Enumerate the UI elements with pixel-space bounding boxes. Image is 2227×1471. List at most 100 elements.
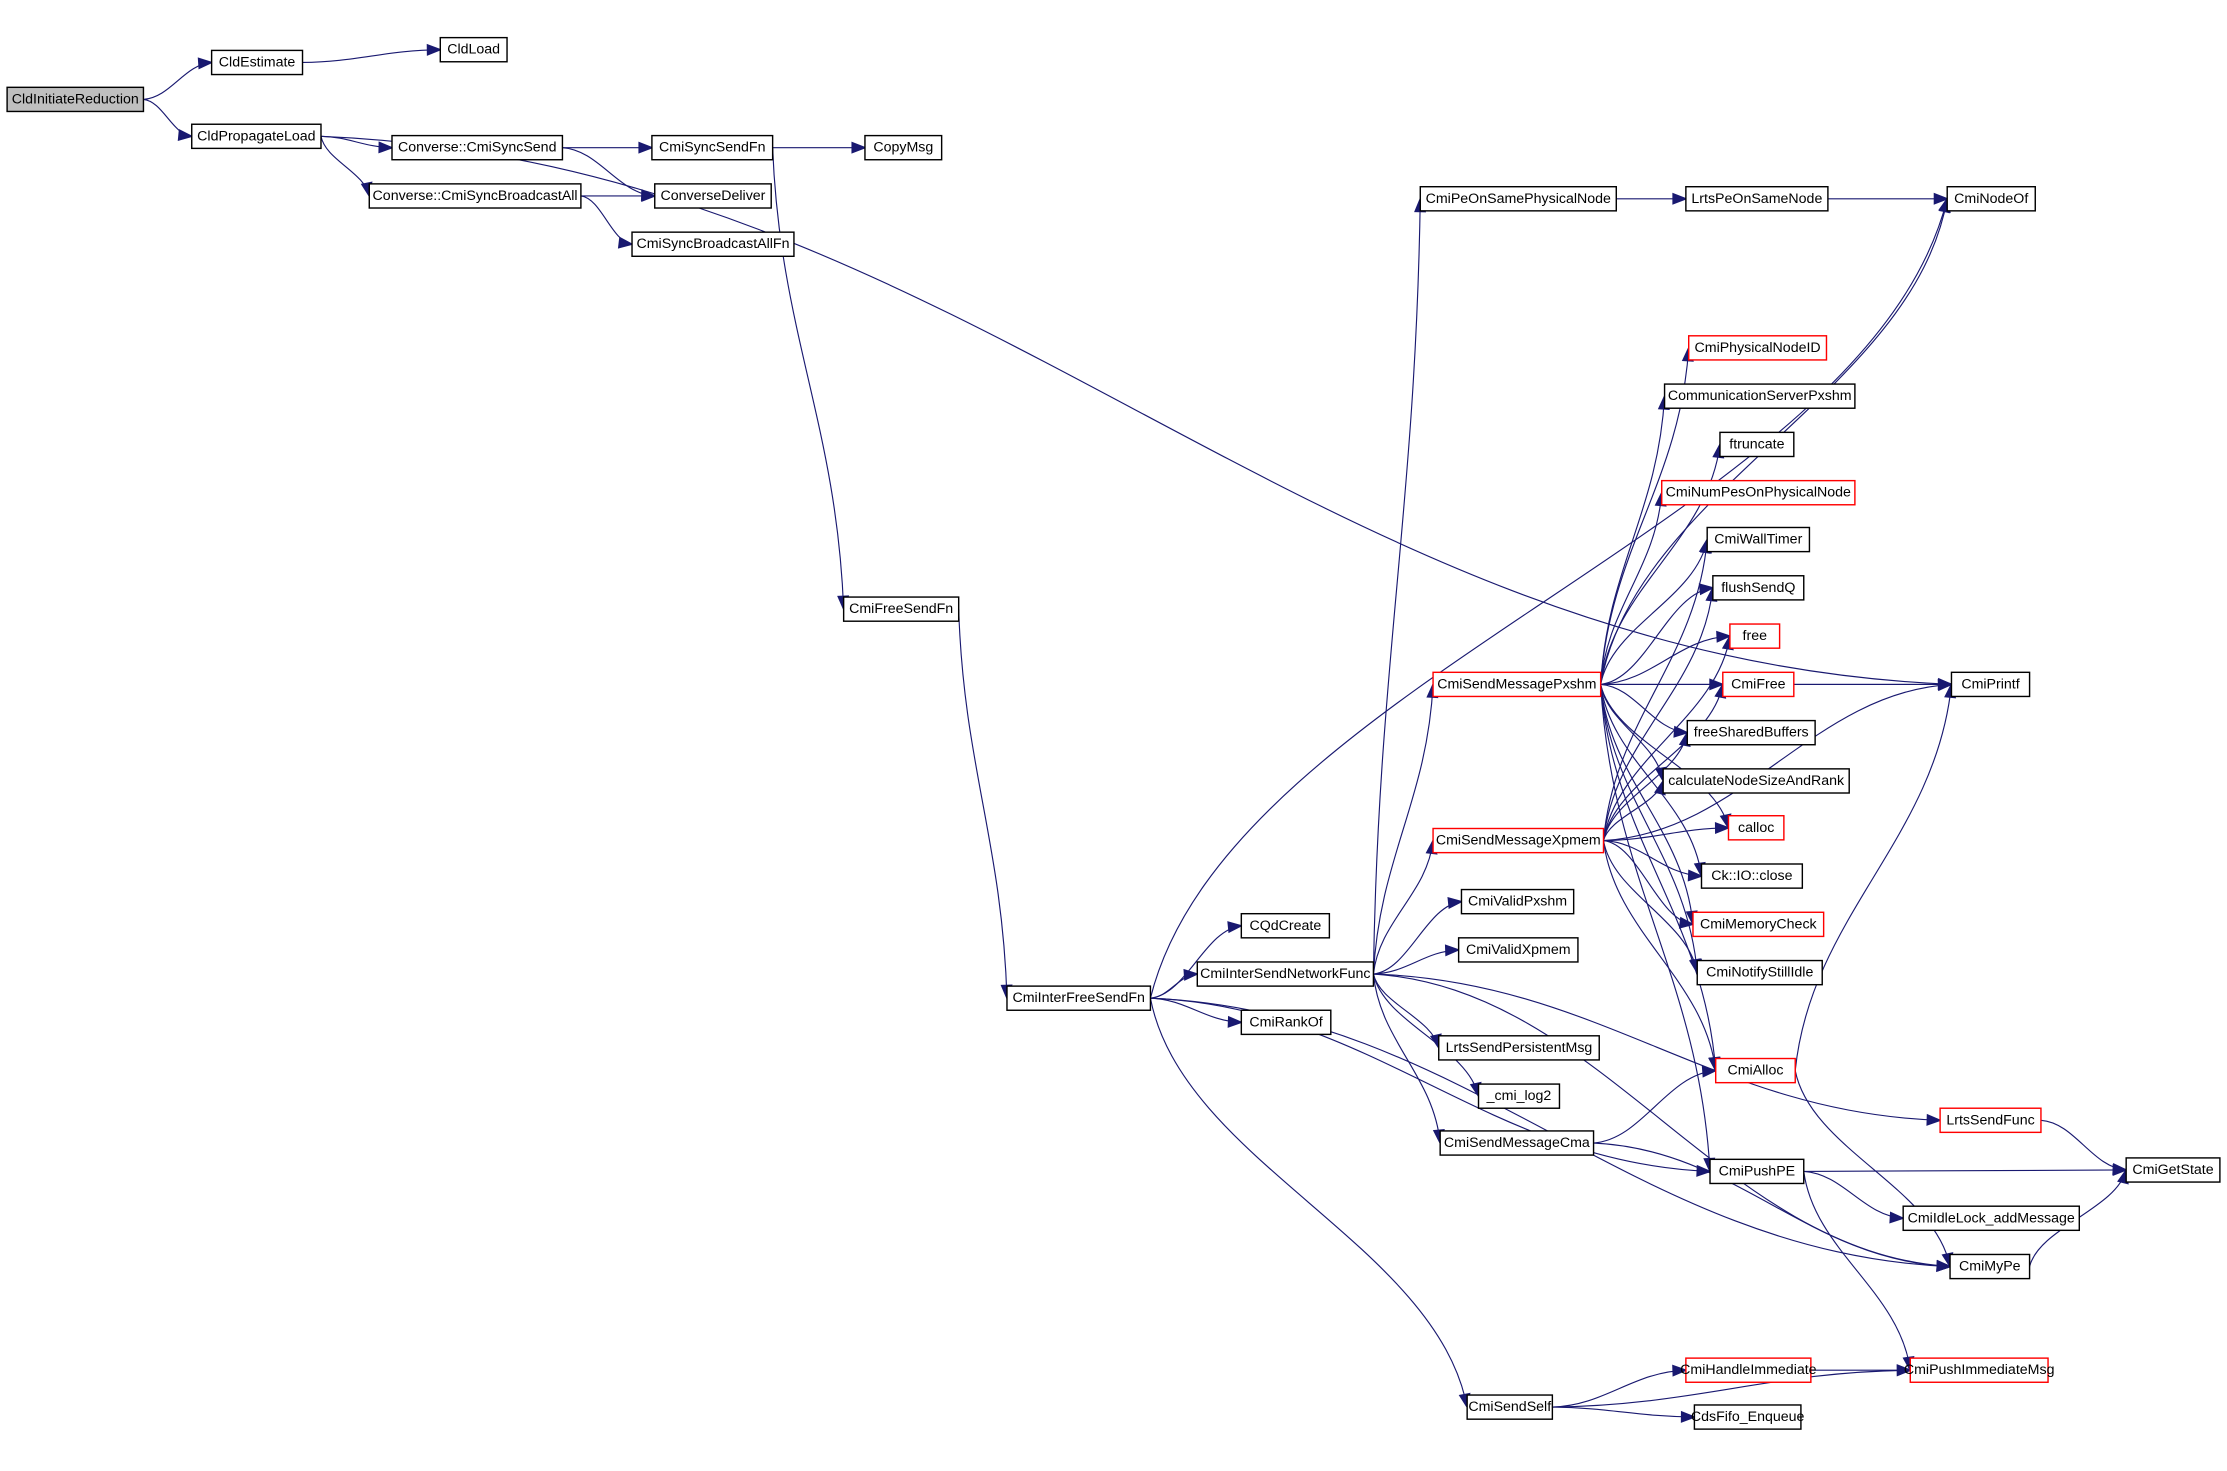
node-cmisendmessagepxshm[interactable]: CmiSendMessagePxshm	[1432, 671, 1602, 698]
edge-CmiInterSendNetworkFunc-to-cmi_log2	[1372, 973, 1480, 1097]
node-cmiidlelock_addmessage[interactable]: CmiIdleLock_addMessage	[1902, 1205, 2081, 1232]
node-cminotifystillidle[interactable]: CmiNotifyStillIdle	[1696, 959, 1823, 986]
node-calloc[interactable]: calloc	[1727, 815, 1785, 841]
node-label: Converse::CmiSyncSend	[398, 140, 557, 156]
node-box	[191, 123, 322, 150]
edge-CmiSendMessagePxshm-to-flushSendQ	[1600, 587, 1713, 685]
node-lrtspeonsamenode[interactable]: LrtsPeOnSameNode	[1685, 186, 1829, 212]
node-cmiwalltimer[interactable]: CmiWallTimer	[1706, 526, 1811, 553]
node-ftruncate[interactable]: ftruncate	[1719, 431, 1795, 458]
node-conversedeliver[interactable]: ConverseDeliver	[654, 183, 772, 209]
node-cqdcreate[interactable]: CQdCreate	[1240, 912, 1331, 939]
arrowhead-icon	[1926, 1113, 1943, 1126]
node-cldpropagateload[interactable]: CldPropagateLoad	[191, 123, 322, 150]
node-cmiintersendnetworkfunc[interactable]: CmiInterSendNetworkFunc	[1196, 961, 1375, 987]
node-lrtssendfunc[interactable]: LrtsSendFunc	[1939, 1107, 2042, 1134]
node-lrtssendpersistentmsg[interactable]: LrtsSendPersistentMsg	[1438, 1035, 1600, 1061]
node-label: CldPropagateLoad	[197, 128, 315, 144]
node-cmi_log2[interactable]: _cmi_log2	[1477, 1083, 1561, 1109]
node-box	[631, 231, 795, 257]
node-cmisendmessagexpmem[interactable]: CmiSendMessageXpmem	[1432, 827, 1605, 854]
arrowhead-icon	[1889, 1211, 1906, 1224]
node-label: CmiNotifyStillIdle	[1706, 965, 1813, 981]
node-label: CmiFreeSendFn	[849, 601, 953, 617]
node-label: CmiValidPxshm	[1468, 894, 1567, 910]
node-cmisendself[interactable]: CmiSendSelf	[1466, 1394, 1554, 1420]
node-label: CmiSendMessageCma	[1444, 1135, 1590, 1151]
edge-CmiSendMessageXpmem-to-flushSendQ	[1602, 587, 1714, 841]
node-cminumpesonphysicalnode[interactable]: CmiNumPesOnPhysicalNode	[1661, 479, 1856, 506]
edge-LrtsSendFunc-to-CmiGetState	[2040, 1119, 2127, 1171]
node-cmirankof[interactable]: CmiRankOf	[1240, 1009, 1332, 1036]
node-cmisyncbroadcastallfn[interactable]: CmiSyncBroadcastAllFn	[631, 231, 795, 257]
node-label: CmiAlloc	[1727, 1063, 1783, 1079]
node-cmisendmessagecma[interactable]: CmiSendMessageCma	[1439, 1130, 1595, 1156]
node-cmigetstate[interactable]: CmiGetState	[2125, 1157, 2221, 1183]
node-label: Converse::CmiSyncBroadcastAll	[373, 188, 578, 204]
node-cldload[interactable]: CldLoad	[439, 36, 508, 63]
node-box	[1661, 479, 1856, 506]
node-cdsfifo_enqueue[interactable]: CdsFifo_Enqueue	[1691, 1404, 1805, 1430]
edge-CmiSendMessagePxshm-to-CmiNotifyStillIdle	[1600, 684, 1698, 973]
arrowhead-icon	[1227, 1015, 1244, 1028]
edge-CmiInterSendNetworkFunc-to-CmiMyPe	[1373, 973, 1951, 1268]
node-free[interactable]: free	[1729, 623, 1781, 649]
node-label: CmiGetState	[2132, 1162, 2213, 1178]
edge-CmiAlloc-to-CmiMyPe	[1794, 1070, 1951, 1267]
arrowhead-icon	[1680, 1410, 1697, 1423]
node-box	[1939, 1107, 2042, 1134]
edge-CmiSendMessageXpmem-to-calloc	[1603, 827, 1729, 842]
node-copymsg[interactable]: CopyMsg	[864, 134, 943, 161]
edge-CmiSendMessagePxshm-to-ftruncate	[1600, 444, 1721, 685]
node-cmipushimmediatemsg[interactable]: CmiPushImmediateMsg	[1904, 1357, 2055, 1383]
node-box	[1457, 937, 1579, 963]
node-cmisyncsendfn[interactable]: CmiSyncSendFn	[651, 134, 774, 161]
node-label: CmiWallTimer	[1714, 532, 1802, 548]
node-label: Ck::IO::close	[1711, 868, 1792, 884]
arrowhead-icon	[1672, 1364, 1688, 1377]
node-ckioclose[interactable]: Ck::IO::close	[1700, 863, 1804, 889]
node-cminodeof[interactable]: CmiNodeOf	[1946, 186, 2036, 212]
node-cmiprintf[interactable]: CmiPrintf	[1950, 671, 2031, 698]
node-conversecmisyncsend[interactable]: Converse::CmiSyncSend	[391, 134, 564, 161]
node-box	[1712, 575, 1805, 601]
node-label: CmiSendSelf	[1468, 1399, 1551, 1415]
node-box	[1722, 671, 1795, 698]
node-flushsendq[interactable]: flushSendQ	[1712, 575, 1805, 601]
edge-CmiSendMessagePxshm-to-CkIOclose	[1600, 684, 1703, 877]
node-label: CmiIdleLock_addMessage	[1908, 1210, 2075, 1226]
node-cmipushpe[interactable]: CmiPushPE	[1709, 1158, 1805, 1185]
node-calculatenodesizeandrank[interactable]: calculateNodeSizeAndRank	[1662, 768, 1850, 794]
node-cmipeonsamephysicalnode[interactable]: CmiPeOnSamePhysicalNode	[1419, 186, 1617, 212]
node-box	[1460, 888, 1575, 915]
node-box	[1709, 1158, 1805, 1185]
edge-CmiFreeSendFn-to-CmiInterFreeSendFn	[958, 609, 1008, 999]
node-cmivalidxpmem[interactable]: CmiValidXpmem	[1457, 937, 1579, 963]
node-cmiinterfreesendfn[interactable]: CmiInterFreeSendFn	[1006, 985, 1152, 1011]
node-cmimemorycheck[interactable]: CmiMemoryCheck	[1692, 911, 1825, 938]
node-cmifree[interactable]: CmiFree	[1722, 671, 1795, 698]
nodes-layer: CldInitiateReductionCldEstimateCldLoadCl…	[6, 36, 2221, 1430]
node-freesharedbuffers[interactable]: freeSharedBuffers	[1686, 719, 1816, 746]
node-label: CmiFree	[1731, 676, 1786, 692]
node-box	[1419, 186, 1617, 212]
node-box	[1432, 671, 1602, 698]
node-cmihandleimmediate[interactable]: CmiHandleImmediate	[1680, 1357, 1817, 1383]
node-label: CmiSendMessageXpmem	[1436, 833, 1601, 849]
node-conversecmisyncbroadcastall[interactable]: Converse::CmiSyncBroadcastAll	[368, 183, 582, 209]
node-cmiphysicalnodeid[interactable]: CmiPhysicalNodeID	[1688, 335, 1828, 361]
node-box	[1729, 623, 1781, 649]
node-communicationserverpxshm[interactable]: CommunicationServerPxshm	[1663, 383, 1856, 409]
node-cmivalidpxshm[interactable]: CmiValidPxshm	[1460, 888, 1575, 915]
node-label: CmiSyncBroadcastAllFn	[636, 236, 789, 252]
edge-CldInitiateReduction-to-CldPropagateLoad	[143, 98, 192, 137]
edge-CmiPushPE-to-CmiIdleLock_addMessage	[1803, 1170, 1904, 1219]
node-label: CmiPrintf	[1961, 676, 2019, 692]
node-cmialloc[interactable]: CmiAlloc	[1714, 1057, 1796, 1084]
node-cmifreesendfn[interactable]: CmiFreeSendFn	[842, 596, 960, 622]
node-cmimype[interactable]: CmiMyPe	[1949, 1253, 2031, 1280]
node-label: LrtsPeOnSameNode	[1691, 191, 1822, 207]
edge-CldEstimate-to-CldLoad	[302, 49, 441, 64]
node-cldestimate[interactable]: CldEstimate	[210, 49, 304, 76]
edge-CmiInterFreeSendFn-to-CmiSendSelf	[1149, 998, 1468, 1408]
